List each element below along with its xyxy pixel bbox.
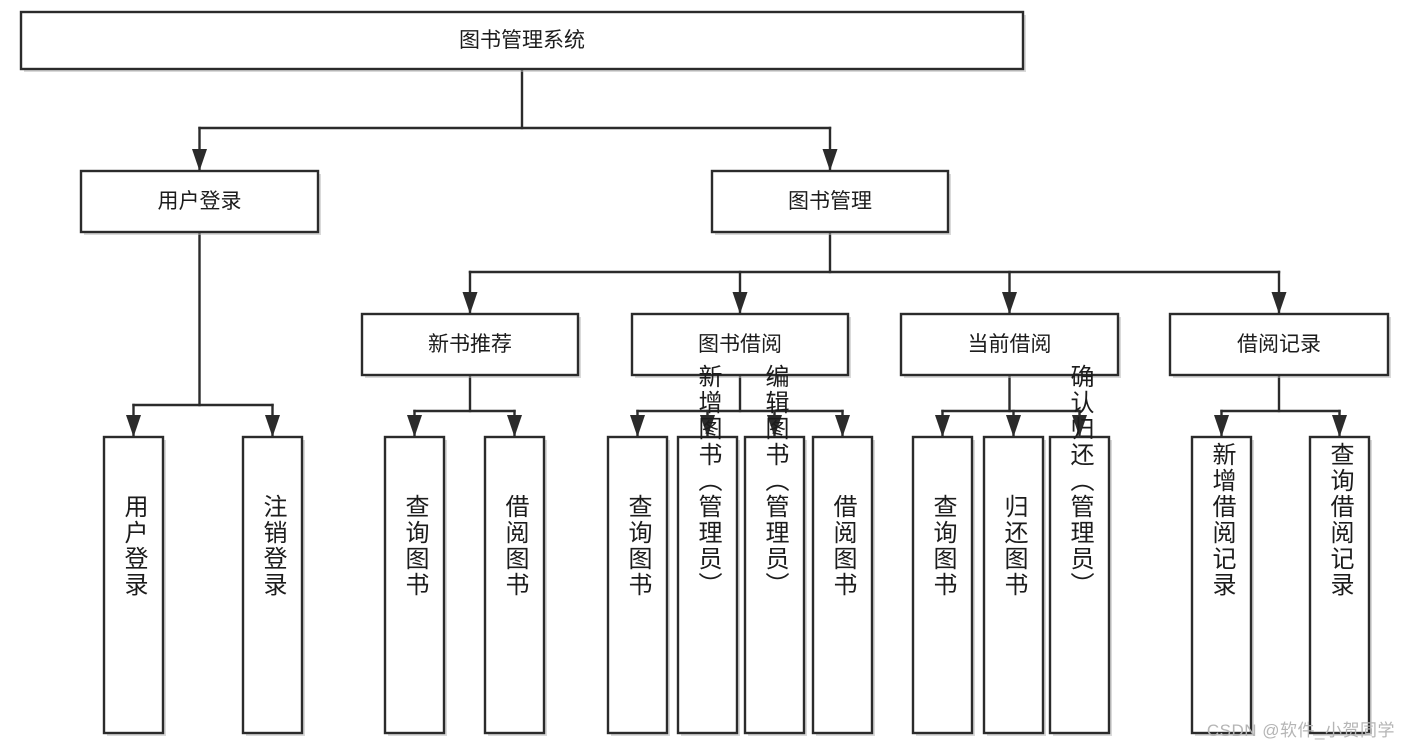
node-leaf-edit-book-label: 编辑图书（管理员）	[761, 364, 789, 598]
node-leaf-query-book-2-box[interactable]	[606, 435, 669, 735]
arrow-head-icon	[126, 415, 141, 437]
node-leaf-add-record-box[interactable]	[1190, 435, 1253, 735]
node-layer: 图书管理系统用户登录图书管理新书推荐图书借阅当前借阅借阅记录用户登录注销登录查询…	[19, 10, 1391, 736]
node-book-borrow-box[interactable]	[630, 312, 850, 377]
node-book-manage-box[interactable]	[710, 169, 950, 234]
arrow-head-icon	[1271, 292, 1287, 314]
node-leaf-borrow-book-2-box[interactable]	[811, 435, 874, 735]
node-new-book-recommend[interactable]: 新书推荐	[360, 312, 581, 378]
node-leaf-query-book-3-box[interactable]	[911, 435, 974, 735]
node-book-borrow-label: 图书借阅	[698, 333, 782, 356]
node-book-manage[interactable]: 图书管理	[710, 169, 951, 235]
node-leaf-query-book-3-label: 查询图书	[929, 494, 957, 598]
node-leaf-confirm-return-box[interactable]	[1048, 435, 1111, 735]
node-leaf-logout-label: 注销登录	[259, 494, 287, 598]
node-leaf-add-record-label: 新增借阅记录	[1208, 442, 1236, 598]
node-leaf-logout-box[interactable]	[241, 435, 304, 735]
node-leaf-borrow-book-2[interactable]: 借阅图书	[811, 435, 875, 736]
arrow-head-icon	[630, 415, 645, 437]
node-leaf-query-book-2[interactable]: 查询图书	[606, 435, 670, 736]
node-user-login[interactable]: 用户登录	[79, 169, 321, 235]
node-root-label: 图书管理系统	[459, 29, 585, 52]
node-leaf-borrow-book-2-label: 借阅图书	[829, 494, 857, 598]
node-leaf-add-book[interactable]: 新增图书（管理员）	[676, 364, 740, 736]
node-leaf-edit-book-box[interactable]	[743, 435, 806, 735]
arrow-head-icon	[835, 415, 850, 437]
node-leaf-edit-book[interactable]: 编辑图书（管理员）	[743, 364, 807, 736]
node-root[interactable]: 图书管理系统	[19, 10, 1026, 72]
node-new-book-recommend-label: 新书推荐	[428, 333, 512, 356]
connector-layer	[126, 67, 1347, 439]
node-leaf-logout[interactable]: 注销登录	[241, 435, 305, 736]
node-current-borrow-label: 当前借阅	[968, 333, 1052, 356]
arrow-head-icon	[732, 292, 748, 314]
node-leaf-query-record[interactable]: 查询借阅记录	[1308, 435, 1372, 736]
arrow-head-icon	[462, 292, 478, 314]
node-current-borrow[interactable]: 当前借阅	[899, 312, 1121, 378]
node-leaf-add-book-label: 新增图书（管理员）	[694, 364, 722, 598]
node-borrow-record-box[interactable]	[1168, 312, 1390, 377]
node-leaf-query-book-3[interactable]: 查询图书	[911, 435, 975, 736]
node-leaf-add-book-box[interactable]	[676, 435, 739, 735]
node-leaf-borrow-book-1-label: 借阅图书	[501, 494, 529, 598]
node-leaf-return-book-label: 归还图书	[1000, 494, 1028, 598]
node-leaf-return-book-box[interactable]	[982, 435, 1045, 735]
node-book-borrow[interactable]: 图书借阅	[630, 312, 851, 378]
arrow-head-icon	[407, 415, 422, 437]
node-borrow-record-label: 借阅记录	[1237, 333, 1321, 356]
node-leaf-add-record[interactable]: 新增借阅记录	[1190, 435, 1254, 736]
arrow-head-icon	[700, 415, 715, 437]
node-leaf-confirm-return[interactable]: 确认归还（管理员）	[1048, 364, 1112, 736]
node-leaf-user-login[interactable]: 用户登录	[102, 435, 166, 736]
arrow-head-icon	[1002, 292, 1017, 314]
arrow-head-icon	[1332, 415, 1347, 437]
node-leaf-query-book-1[interactable]: 查询图书	[383, 435, 447, 736]
node-leaf-return-book[interactable]: 归还图书	[982, 435, 1046, 736]
node-borrow-record[interactable]: 借阅记录	[1168, 312, 1391, 378]
node-current-borrow-box[interactable]	[899, 312, 1120, 377]
node-leaf-query-book-2-label: 查询图书	[624, 494, 652, 598]
arrow-head-icon	[1214, 415, 1229, 437]
node-leaf-query-record-label: 查询借阅记录	[1326, 442, 1354, 598]
node-book-manage-label: 图书管理	[788, 190, 872, 213]
node-new-book-recommend-box[interactable]	[360, 312, 580, 377]
node-leaf-borrow-book-1[interactable]: 借阅图书	[483, 435, 547, 736]
arrow-head-icon	[822, 149, 838, 171]
node-root-box[interactable]	[19, 10, 1025, 71]
node-leaf-user-login-box[interactable]	[102, 435, 165, 735]
arrow-head-icon	[507, 415, 522, 437]
arrow-head-icon	[935, 415, 950, 437]
node-leaf-user-login-label: 用户登录	[120, 494, 148, 598]
arrow-head-icon	[1072, 415, 1087, 437]
node-leaf-query-book-1-box[interactable]	[383, 435, 446, 735]
node-leaf-query-book-1-label: 查询图书	[401, 494, 429, 598]
node-leaf-query-record-box[interactable]	[1308, 435, 1371, 735]
arrow-head-icon	[1006, 415, 1021, 437]
node-user-login-box[interactable]	[79, 169, 320, 234]
arrow-head-icon	[767, 415, 782, 437]
node-leaf-borrow-book-1-box[interactable]	[483, 435, 546, 735]
arrow-head-icon	[192, 149, 207, 171]
node-leaf-confirm-return-label: 确认归还（管理员）	[1066, 364, 1094, 598]
node-user-login-label: 用户登录	[158, 190, 242, 213]
arrow-head-icon	[265, 415, 280, 437]
csdn-watermark: CSDN @软件_小贺同学	[1206, 721, 1395, 740]
